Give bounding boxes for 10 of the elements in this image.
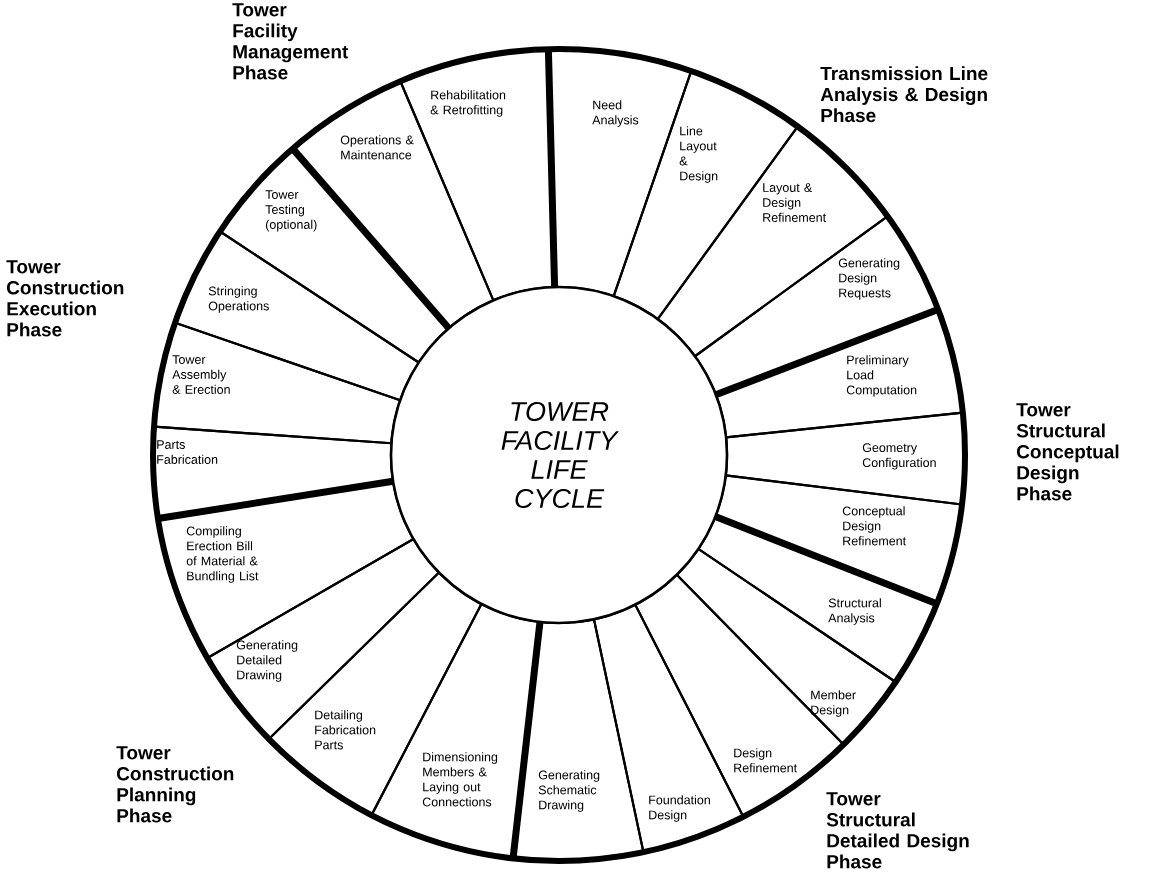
ring-segment: Generating Schematic Drawing	[511, 618, 645, 863]
ring-segment: Preliminary Load Computation	[714, 308, 964, 439]
ring-segment: Parts Fabrication	[151, 425, 395, 520]
ring-segment: Geometry Configuration	[724, 411, 967, 506]
phase-label: Tower Facility Management Phase	[232, 3, 349, 80]
phase-label: Tower Construction Planning Phase	[116, 746, 234, 823]
phase-label: Transmission Line Analysis & Design Phase	[820, 66, 988, 123]
phase-label: Tower Structural Detailed Design Phase	[826, 792, 969, 869]
phase-label: Tower Construction Execution Phase	[6, 260, 124, 337]
phase-label: Tower Structural Conceptual Design Phase	[1016, 403, 1119, 501]
